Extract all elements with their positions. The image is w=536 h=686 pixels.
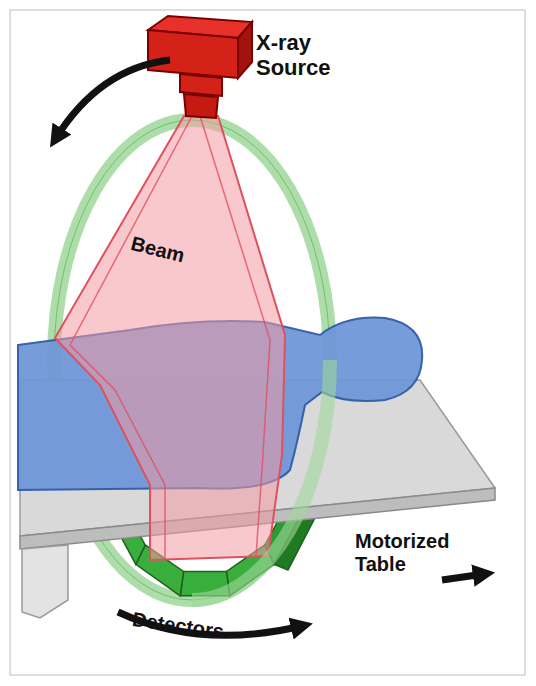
source-side xyxy=(238,22,252,78)
xray-source xyxy=(148,16,252,118)
table-leg xyxy=(22,545,68,618)
gantry-ring-front xyxy=(192,360,330,600)
beam-edge xyxy=(70,116,192,558)
source-front xyxy=(148,30,238,78)
part-label: Motorized Table xyxy=(355,530,475,576)
part-label: X-ray Source xyxy=(256,30,351,81)
frame xyxy=(10,10,525,675)
beam-edge xyxy=(200,116,270,556)
table-motion-arrow xyxy=(442,574,484,580)
rotation-arrow xyxy=(56,60,170,138)
xray-beam xyxy=(55,116,285,560)
source-neck xyxy=(180,74,222,96)
source-aperture xyxy=(184,94,218,118)
